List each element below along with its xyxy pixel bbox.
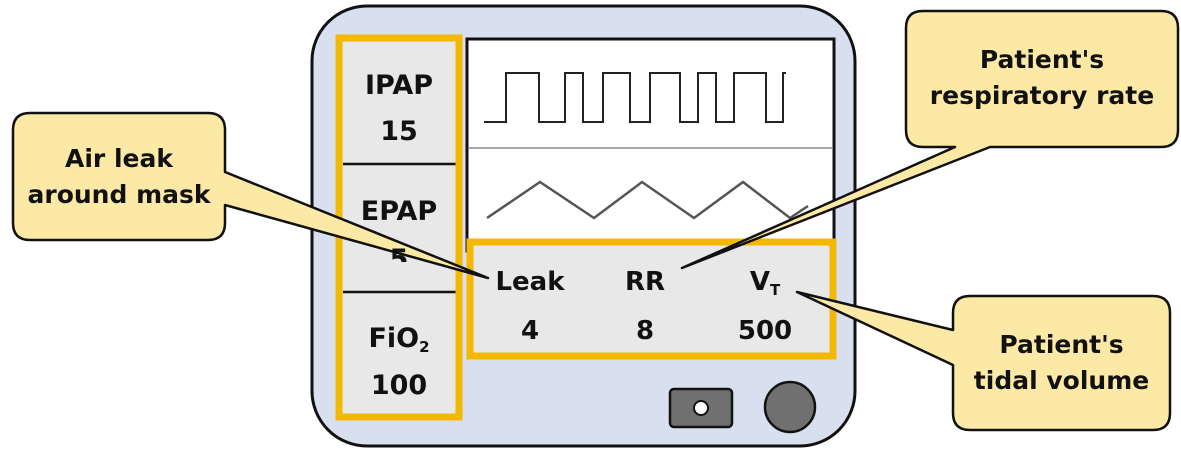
callout-respiratory-rate-text: Patient's respiratory rate	[906, 42, 1178, 114]
callout-air-leak-text: Air leak around mask	[13, 141, 225, 213]
callout-respiratory-rate-line-1: Patient's	[979, 45, 1105, 74]
parameters-panel-fill	[470, 242, 833, 356]
setting-value-epap: 5	[389, 246, 409, 262]
device-knob[interactable]	[763, 380, 817, 434]
callout-air-leak-line-2: around mask	[27, 180, 211, 209]
param-value-vt: 500	[737, 316, 793, 346]
setting-value-fio2: 100	[370, 370, 428, 401]
setting-name-fio2: FiO2	[340, 323, 458, 355]
parameters-highlight-border	[466, 238, 837, 360]
param-name-vt: VT	[720, 267, 810, 298]
setting-value-ipap: 15	[380, 116, 418, 147]
flow-waveform	[486, 180, 809, 220]
setting-name-epap: EPAP	[360, 196, 438, 227]
param-name-leak: Leak	[495, 267, 565, 297]
callout-tidal-volume-bubble	[795, 290, 1172, 432]
param-value-leak: 4	[520, 316, 540, 346]
pressure-waveform	[484, 72, 786, 123]
callout-respiratory-rate-bubble	[680, 9, 1180, 270]
callout-tidal-volume-line-1: Patient's	[999, 330, 1124, 359]
setting-name-fio2-sub: 2	[419, 338, 430, 356]
setting-name-fio2-main: FiO	[368, 323, 420, 354]
callout-air-leak-bubble	[11, 111, 490, 280]
param-name-rr: RR	[624, 267, 666, 297]
waveform-screen	[465, 37, 836, 253]
param-name-vt-sub: T	[769, 281, 781, 299]
callout-respiratory-rate-line-2: respiratory rate	[929, 81, 1155, 110]
callout-tidal-volume-text: Patient's tidal volume	[953, 327, 1170, 399]
param-value-rr: 8	[635, 316, 655, 346]
setting-name-ipap: IPAP	[364, 70, 434, 101]
device-button-circle-icon	[693, 400, 709, 416]
callout-tidal-volume-line-2: tidal volume	[973, 366, 1150, 395]
callout-air-leak-line-1: Air leak	[65, 144, 173, 173]
param-name-vt-main: V	[749, 267, 770, 297]
